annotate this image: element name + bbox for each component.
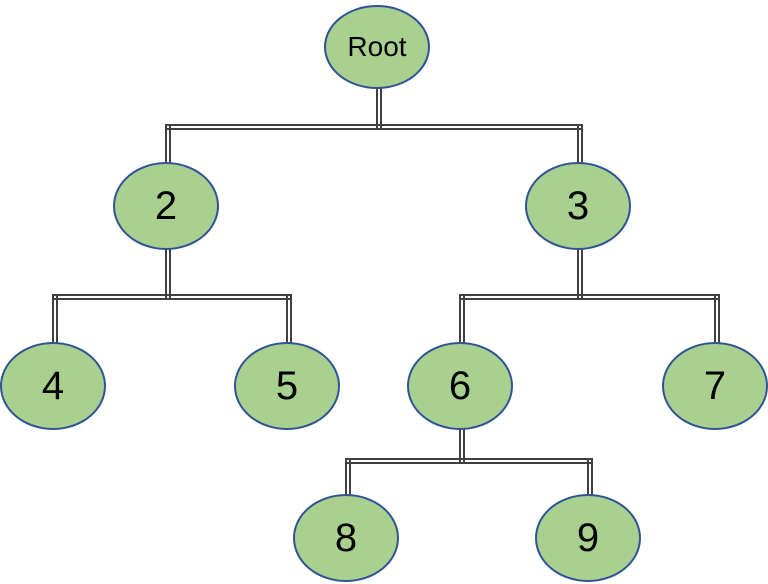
tree-node-5[interactable]: 5 xyxy=(234,342,340,430)
tree-node-7[interactable]: 7 xyxy=(662,342,768,430)
connector-line-vertical xyxy=(376,87,382,130)
node-label: 5 xyxy=(275,364,299,408)
connector-line-vertical xyxy=(165,124,171,166)
node-label: 3 xyxy=(566,184,590,228)
node-label: 9 xyxy=(576,516,600,560)
connector-line-vertical xyxy=(165,248,171,300)
connector-line-vertical xyxy=(345,458,351,498)
connector-line-vertical xyxy=(52,294,58,346)
connector-line-vertical xyxy=(577,248,583,300)
tree-node-9[interactable]: 9 xyxy=(535,494,641,582)
tree-node-3[interactable]: 3 xyxy=(525,162,631,250)
node-label: 7 xyxy=(703,364,727,408)
connector-line-horizontal xyxy=(459,294,720,300)
connector-line-vertical xyxy=(459,294,465,346)
connector-line-vertical xyxy=(286,294,292,346)
connector-line-vertical xyxy=(577,124,583,166)
connector-line-vertical xyxy=(459,428,465,464)
tree-node-8[interactable]: 8 xyxy=(293,494,399,582)
connector-line-horizontal xyxy=(165,124,583,130)
tree-node-2[interactable]: 2 xyxy=(113,162,219,250)
tree-node-4[interactable]: 4 xyxy=(0,342,106,430)
connector-line-vertical xyxy=(587,458,593,498)
connector-line-horizontal xyxy=(52,294,292,300)
connector-line-vertical xyxy=(714,294,720,346)
connector-line-horizontal xyxy=(345,458,593,464)
node-label: 6 xyxy=(448,364,472,408)
node-label: 2 xyxy=(154,184,178,228)
node-label: 8 xyxy=(334,516,358,560)
tree-node-6[interactable]: 6 xyxy=(407,342,513,430)
node-label: 4 xyxy=(41,364,65,408)
tree-node-root[interactable]: Root xyxy=(324,5,430,89)
node-label: Root xyxy=(347,31,407,62)
